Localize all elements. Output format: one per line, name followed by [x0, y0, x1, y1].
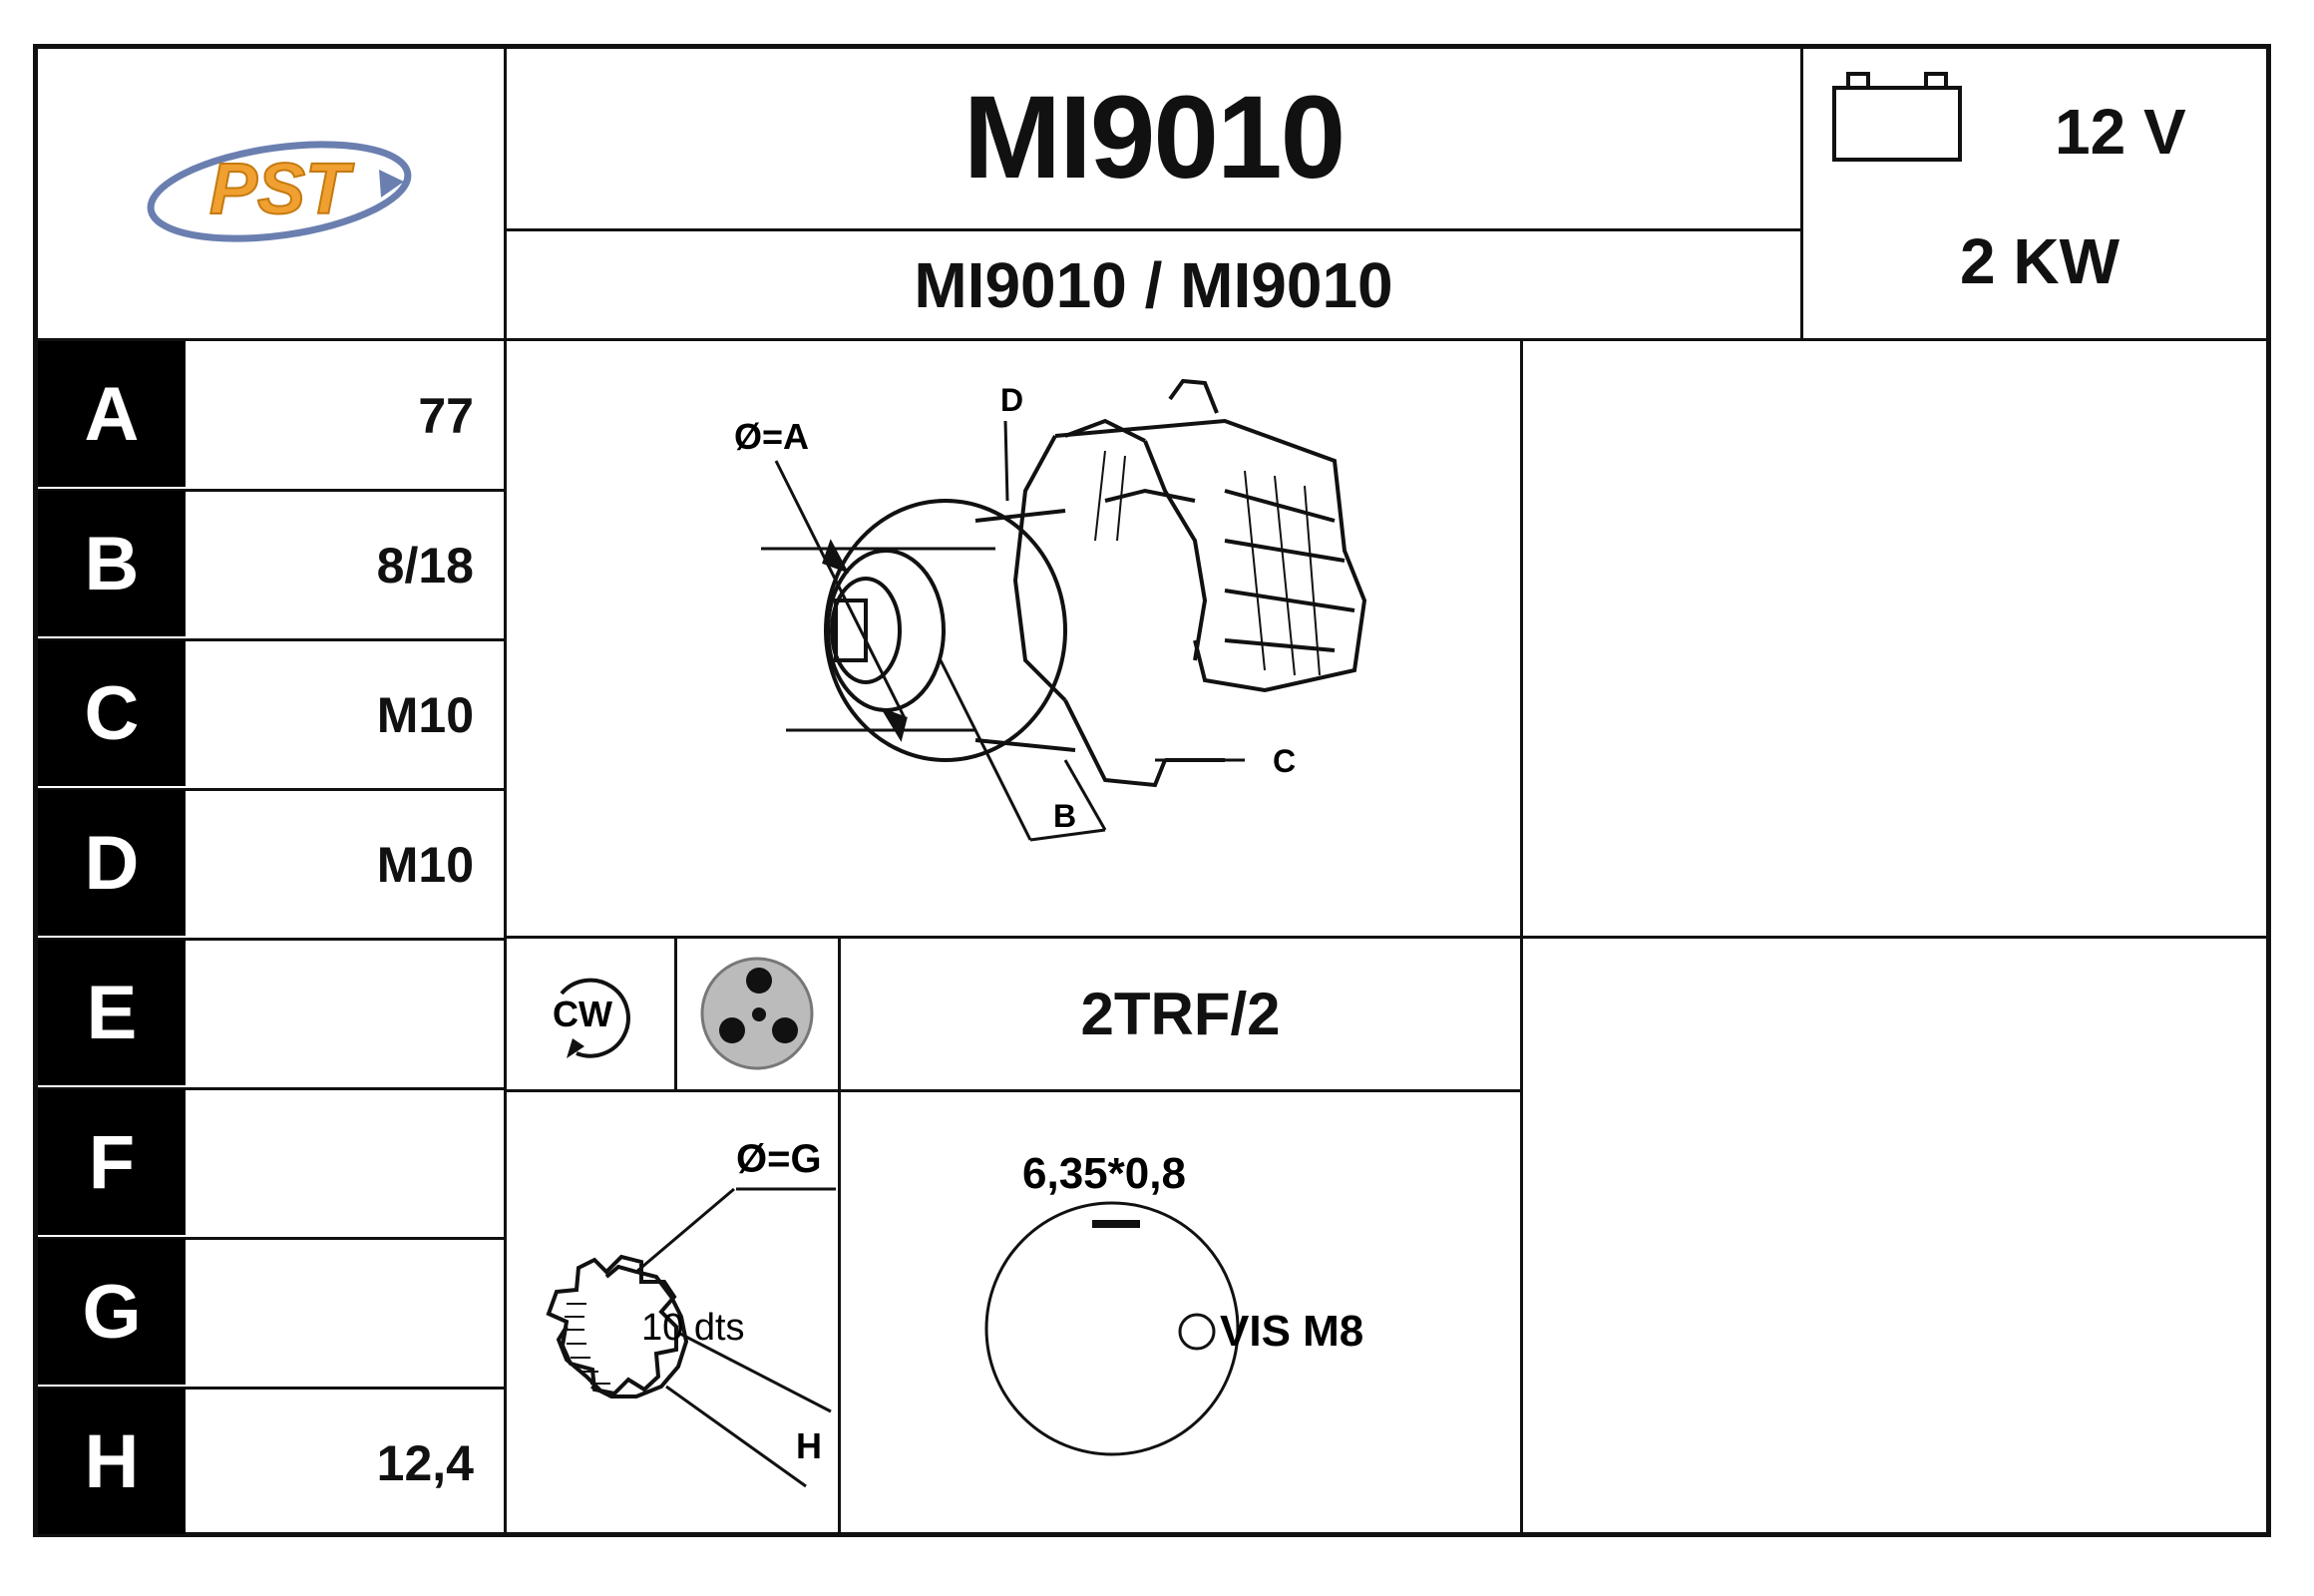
- connector-code: 2TRF/2: [1080, 981, 1281, 1047]
- param-letter-a: A: [38, 341, 186, 487]
- param-row-divider: [38, 1237, 504, 1240]
- model-title: MI9010: [963, 72, 1347, 203]
- logo-divider: [504, 44, 507, 1537]
- label-b: B: [1053, 798, 1076, 834]
- terminal-diagram: 6,35*0,8 VIS M8: [841, 1092, 1520, 1537]
- teeth-count: 10 dts: [641, 1307, 745, 1349]
- label-h: H: [796, 1425, 822, 1466]
- connector-pin-icon: [677, 939, 838, 1089]
- param-row-divider: [38, 638, 504, 641]
- param-value-a: 77: [418, 388, 474, 444]
- param-row-divider: [38, 1087, 504, 1090]
- middle-divider: [504, 936, 2271, 939]
- param-row-divider: [38, 489, 504, 492]
- param-value-b: 8/18: [376, 538, 474, 594]
- clockwise-icon: [507, 939, 508, 940]
- param-value-d: M10: [376, 837, 474, 893]
- brand-logo: PST: [130, 110, 429, 269]
- param-letter-h: H: [38, 1389, 186, 1534]
- empty-panel-bottom: [1523, 939, 2266, 1532]
- param-value-f: [186, 1089, 504, 1239]
- param-row-divider: [38, 788, 504, 791]
- starter-diagram: Ø=A B C D: [507, 341, 1520, 936]
- label-diameter-g: Ø=G: [736, 1137, 822, 1181]
- pinion-diagram: Ø=G 10 dts H: [507, 1092, 838, 1537]
- param-letter-d: D: [38, 790, 186, 936]
- param-letter-f: F: [38, 1089, 186, 1235]
- logo-text: PST: [209, 150, 355, 229]
- screw-label: VIS M8: [1220, 1307, 1363, 1356]
- title-divider: [504, 228, 1802, 231]
- param-value-h: 12,4: [376, 1435, 474, 1491]
- model-subtitle: MI9010 / MI9010: [914, 248, 1393, 321]
- battery-icon: [1830, 66, 1970, 166]
- param-row-divider: [38, 1387, 504, 1390]
- voltage-value: 12 V: [2055, 96, 2186, 168]
- power-value: 2 KW: [1960, 225, 2120, 297]
- connector-divider: [838, 936, 841, 1537]
- param-letter-g: G: [38, 1239, 186, 1385]
- spec-sheet-frame: [33, 44, 2271, 1537]
- empty-panel-top: [1523, 341, 2266, 936]
- param-value-e: [186, 940, 504, 1089]
- label-d: D: [1000, 382, 1023, 418]
- rotation-divider: [674, 936, 677, 1091]
- param-value-g: [186, 1239, 504, 1389]
- param-letter-c: C: [38, 640, 186, 786]
- rotation-label: CW: [553, 994, 612, 1034]
- spec-divider: [1800, 44, 1803, 341]
- header-divider: [33, 338, 2271, 341]
- rotation-cell: CW: [507, 939, 674, 1089]
- terminal-size: 6,35*0,8: [1022, 1149, 1186, 1198]
- param-letter-e: E: [38, 940, 186, 1085]
- param-letter-b: B: [38, 491, 186, 636]
- label-diameter-a: Ø=A: [734, 416, 809, 457]
- param-row-divider: [38, 938, 504, 941]
- lower-divider: [504, 1089, 1523, 1092]
- label-c: C: [1273, 743, 1296, 779]
- param-value-c: M10: [376, 687, 474, 743]
